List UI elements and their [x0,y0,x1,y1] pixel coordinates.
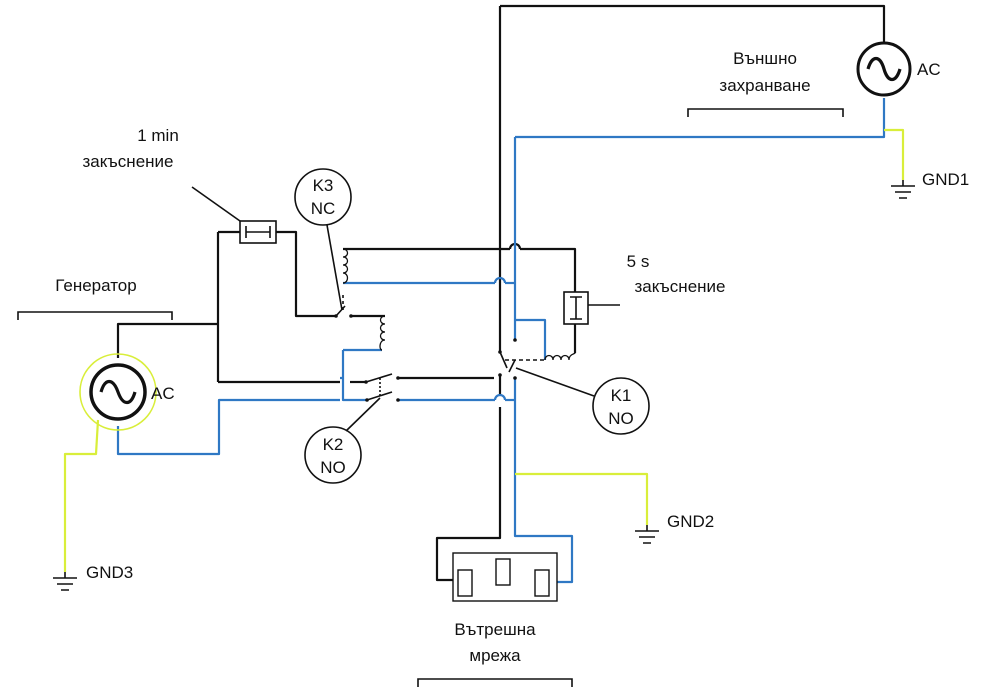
k1-type: NO [608,409,634,428]
external-power-label-2: захранване [719,76,810,95]
delay-1min-label-2: закъснение [83,152,174,171]
gnd3-label: GND3 [86,563,133,582]
neutral-wires [116,98,886,584]
delay-1min-label-1: 1 min [137,126,179,145]
relay-coil-icon [342,248,349,284]
ac-top-label: AC [917,60,941,79]
contact-switch-icon [334,292,353,318]
ground-icon [635,525,659,544]
internal-grid-label-1: Вътрешна [454,620,536,639]
k1-name: K1 [611,386,632,405]
k2-name: K2 [323,435,344,454]
gnd2-label: GND2 [667,512,714,531]
k3-type: NC [311,199,336,218]
contact-switch-icon [364,373,400,402]
timer-icon [245,226,271,238]
relay-coil-icon [544,352,576,361]
gnd1-label: GND1 [922,170,969,189]
k1-relay-label: K1 NO [515,367,650,435]
generator-bracket [17,311,173,320]
k2-relay-label: K2 NO [304,397,381,484]
ac-source-generator [79,353,157,431]
ground-wires [63,128,905,580]
k3-name: K3 [313,176,334,195]
generator-label: Генератор [55,276,136,295]
ac-source-icon [99,379,137,405]
delay-5s-label-2: закъснение [635,277,726,296]
ac-source-icon [866,56,902,82]
timer-5s [563,291,620,325]
relay-coil-icon [379,315,386,351]
timer-1min [191,186,277,244]
internal-grid-bracket [417,678,573,687]
delay-5s-label-1: 5 s [627,252,650,271]
ground-icon [891,180,915,199]
contact-switch-icon [498,338,545,380]
ac-source-external [856,41,912,97]
ac-gen-label: AC [151,384,175,403]
k2-type: NO [320,458,346,477]
k3-relay-label: K3 NC [294,168,352,311]
socket-icon [452,552,558,602]
external-power-bracket [687,108,844,117]
timer-icon [570,296,582,320]
external-power-label-1: Външно [733,49,797,68]
internal-grid-label-2: мрежа [469,646,521,665]
ground-icon [53,572,77,591]
